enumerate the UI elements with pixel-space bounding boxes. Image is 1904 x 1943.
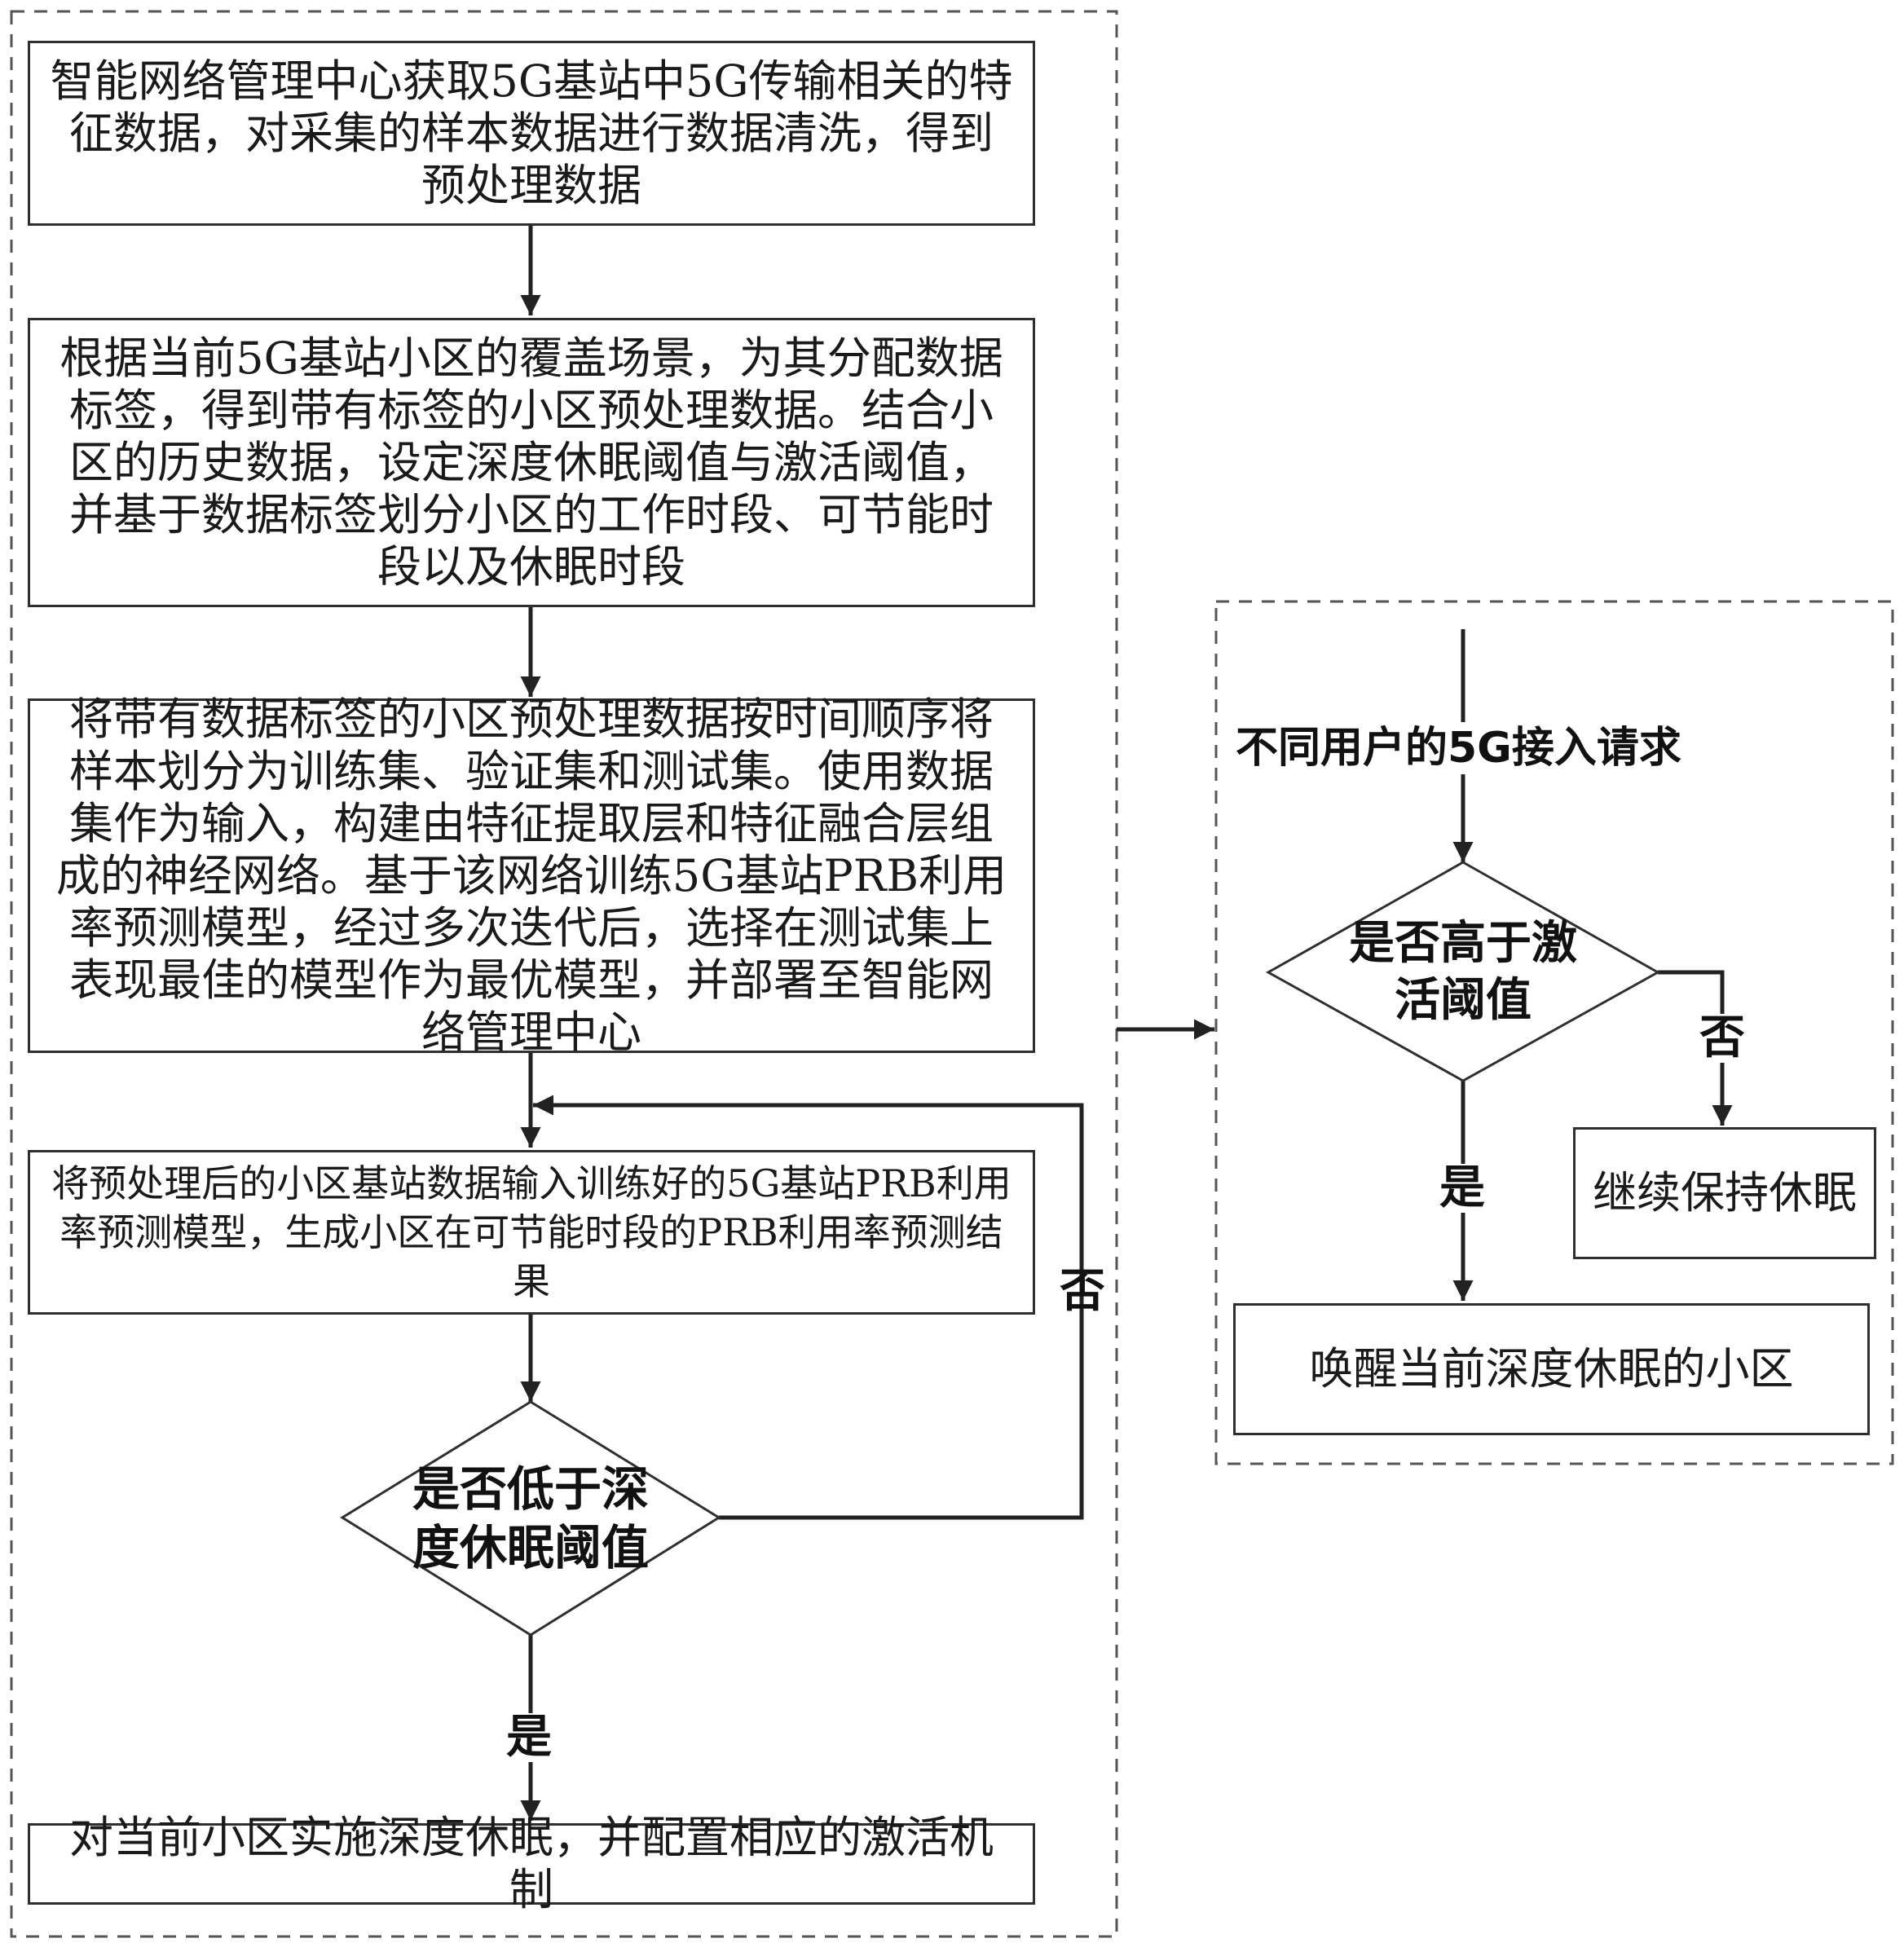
step3-text: 将带有数据标签的小区预处理数据按时间顺序将样本划分为训练集、验证集和测试集。使用… xyxy=(55,693,1007,1058)
loop-no-label: 否 xyxy=(1060,1265,1105,1318)
decision-sleep-threshold-text: 是否低于深度休眠阈值 xyxy=(412,1461,649,1575)
right-yes-label: 是 xyxy=(1439,1161,1485,1214)
right-no-label: 否 xyxy=(1699,1011,1745,1064)
left-dashed-container xyxy=(10,10,1118,1938)
keep-sleep-text: 继续保持休眠 xyxy=(1593,1167,1857,1218)
step5-text: 对当前小区实施深度休眠，并配置相应的激活机制 xyxy=(69,1812,994,1915)
step4-box: 将预处理后的小区基站数据输入训练好的5G基站PRB利用率预测模型，生成小区在可节… xyxy=(28,1150,1035,1315)
right-dashed-container xyxy=(1214,600,1894,1465)
step2-text: 根据当前5G基站小区的覆盖场景，为其分配数据标签，得到带有标签的小区预处理数据。… xyxy=(60,332,1003,593)
wake-cell-text: 唤醒当前深度休眠的小区 xyxy=(1309,1343,1794,1394)
access-request-label: 不同用户的5G接入请求 xyxy=(1232,722,1685,774)
step4-text: 将预处理后的小区基站数据输入训练好的5G基站PRB利用率预测模型，生成小区在可节… xyxy=(51,1161,1012,1303)
decision-sleep-threshold-shape xyxy=(340,1400,721,1637)
decision-activation-threshold-shape xyxy=(1265,861,1661,1082)
arrow-decision-loop-no xyxy=(533,1095,1084,1520)
decision-activation-threshold-text: 是否高于激活阈值 xyxy=(1349,917,1577,1027)
arrow-decision-keep-sleep xyxy=(1658,970,1733,1126)
step3-box: 将带有数据标签的小区预处理数据按时间顺序将样本划分为训练集、验证集和测试集。使用… xyxy=(28,694,1035,1058)
step5-box: 对当前小区实施深度休眠，并配置相应的激活机制 xyxy=(28,1812,1035,1915)
step1-text: 智能网络管理中心获取5G基站中5G传输相关的特征数据，对采集的样本数据进行数据清… xyxy=(50,55,1013,211)
step2-box: 根据当前5G基站小区的覆盖场景，为其分配数据标签，得到带有标签的小区预处理数据。… xyxy=(28,318,1035,607)
wake-cell-box: 唤醒当前深度休眠的小区 xyxy=(1233,1303,1870,1435)
keep-sleep-box: 继续保持休眠 xyxy=(1573,1127,1876,1259)
step1-box: 智能网络管理中心获取5G基站中5G传输相关的特征数据，对采集的样本数据进行数据清… xyxy=(28,41,1035,226)
decision-yes-label: 是 xyxy=(506,1711,552,1764)
